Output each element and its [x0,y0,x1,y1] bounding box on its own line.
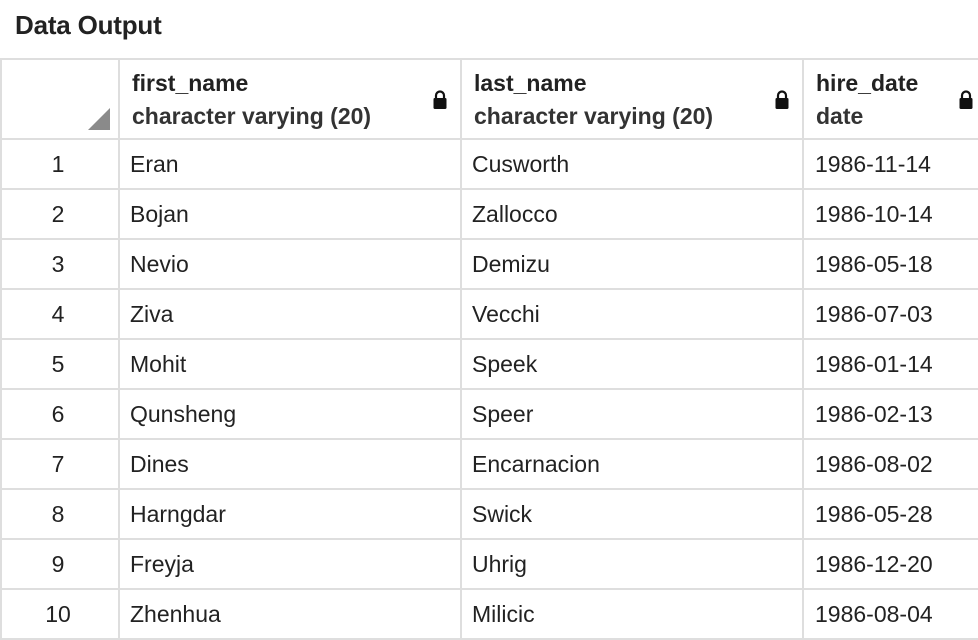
cell-last-name[interactable]: Cusworth [460,138,804,190]
results-grid: first_name character varying (20) last_n… [0,58,978,640]
table-row[interactable]: 2 Bojan Zallocco 1986-10-14 [0,188,978,240]
table-row[interactable]: 7 Dines Encarnacion 1986-08-02 [0,438,978,490]
cell-hire-date[interactable]: 1986-08-02 [802,438,978,490]
cell-hire-date[interactable]: 1986-10-14 [802,188,978,240]
table-row[interactable]: 4 Ziva Vecchi 1986-07-03 [0,288,978,340]
table-row[interactable]: 8 Harngdar Swick 1986-05-28 [0,488,978,540]
column-header-first-name[interactable]: first_name character varying (20) [118,58,462,140]
cell-hire-date[interactable]: 1986-02-13 [802,388,978,440]
header-row: first_name character varying (20) last_n… [0,58,978,140]
cell-hire-date[interactable]: 1986-12-20 [802,538,978,590]
cell-last-name[interactable]: Milicic [460,588,804,640]
cell-hire-date[interactable]: 1986-11-14 [802,138,978,190]
panel-title: Data Output [15,10,162,40]
table-row[interactable]: 3 Nevio Demizu 1986-05-18 [0,238,978,290]
cell-first-name[interactable]: Qunsheng [118,388,462,440]
cell-first-name[interactable]: Mohit [118,338,462,390]
cell-hire-date[interactable]: 1986-05-28 [802,488,978,540]
row-number[interactable]: 5 [0,338,120,390]
cell-last-name[interactable]: Swick [460,488,804,540]
cell-first-name[interactable]: Harngdar [118,488,462,540]
table-row[interactable]: 1 Eran Cusworth 1986-11-14 [0,138,978,190]
table-row[interactable]: 5 Mohit Speek 1986-01-14 [0,338,978,390]
cell-hire-date[interactable]: 1986-05-18 [802,238,978,290]
column-name: last_name [474,70,587,96]
column-type: character varying (20) [474,103,714,129]
cell-last-name[interactable]: Speek [460,338,804,390]
column-header-hire-date[interactable]: hire_date date [802,58,978,140]
row-number[interactable]: 9 [0,538,120,590]
cell-last-name[interactable]: Encarnacion [460,438,804,490]
cell-last-name[interactable]: Uhrig [460,538,804,590]
cell-first-name[interactable]: Bojan [118,188,462,240]
cell-first-name[interactable]: Freyja [118,538,462,590]
cell-hire-date[interactable]: 1986-08-04 [802,588,978,640]
column-type: character varying (20) [132,103,372,129]
cell-first-name[interactable]: Zhenhua [118,588,462,640]
cell-first-name[interactable]: Ziva [118,288,462,340]
row-number[interactable]: 6 [0,388,120,440]
cell-last-name[interactable]: Speer [460,388,804,440]
column-type: date [816,103,864,129]
lock-icon [775,90,789,109]
cell-first-name[interactable]: Dines [118,438,462,490]
row-number[interactable]: 10 [0,588,120,640]
row-number[interactable]: 8 [0,488,120,540]
select-all-corner[interactable] [0,58,120,140]
lock-icon [959,90,973,109]
table-row[interactable]: 9 Freyja Uhrig 1986-12-20 [0,538,978,590]
column-name: hire_date [816,70,919,96]
cell-last-name[interactable]: Demizu [460,238,804,290]
column-name: first_name [132,70,249,96]
row-number[interactable]: 4 [0,288,120,340]
row-number[interactable]: 1 [0,138,120,190]
cell-hire-date[interactable]: 1986-07-03 [802,288,978,340]
table-row[interactable]: 6 Qunsheng Speer 1986-02-13 [0,388,978,440]
table-row[interactable]: 10 Zhenhua Milicic 1986-08-04 [0,588,978,640]
cell-last-name[interactable]: Vecchi [460,288,804,340]
cell-last-name[interactable]: Zallocco [460,188,804,240]
row-number[interactable]: 3 [0,238,120,290]
corner-triangle-icon [88,108,110,130]
lock-icon [433,90,447,109]
row-number[interactable]: 2 [0,188,120,240]
row-number[interactable]: 7 [0,438,120,490]
column-header-last-name[interactable]: last_name character varying (20) [460,58,804,140]
cell-first-name[interactable]: Nevio [118,238,462,290]
cell-first-name[interactable]: Eran [118,138,462,190]
cell-hire-date[interactable]: 1986-01-14 [802,338,978,390]
